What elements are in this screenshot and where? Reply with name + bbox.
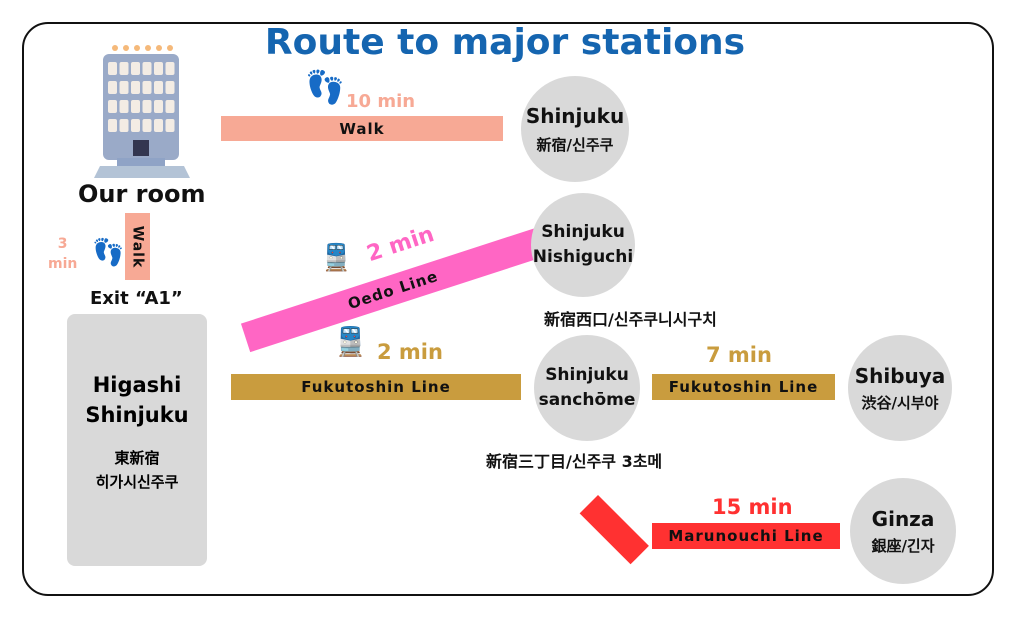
station-name-en: sanchōme (538, 390, 636, 410)
window (142, 119, 152, 132)
station-shibuya[interactable]: Shibuya 渋谷/시부야 (848, 335, 952, 441)
station-name-local: 渋谷/시부야 (861, 393, 939, 412)
page-title: Route to major stations (264, 22, 746, 63)
window (119, 81, 129, 94)
window (131, 119, 140, 132)
window (108, 100, 117, 113)
station-name-ko: 히가시신주쿠 (95, 473, 179, 491)
window (119, 119, 129, 132)
station-name-en: Nishiguchi (532, 247, 634, 267)
station-name-ja: 東新宿 (114, 449, 160, 467)
train-icon: 🚆 (333, 325, 368, 358)
window (154, 119, 163, 132)
station-name-en: Shinjuku (525, 103, 625, 128)
window (108, 81, 117, 94)
sanchome-local-name: 新宿三丁目/신주쿠 3초메 (486, 452, 663, 471)
window (165, 119, 175, 132)
fukutoshin-time-1: 2 min (377, 340, 443, 364)
footprint-icon: 👣 (92, 238, 125, 268)
station-name-local: 銀座/긴자 (871, 536, 935, 555)
window (165, 81, 175, 94)
window (131, 62, 140, 75)
exit-walk-time-number: 3 (57, 236, 68, 252)
walk-time: 10 min (346, 91, 416, 112)
station-name-en: Higashi (92, 373, 182, 397)
fukutoshin-line-bar-1: Fukutoshin Line (231, 374, 521, 400)
window (131, 100, 140, 113)
window (131, 81, 140, 94)
nishiguchi-local-name: 新宿西口/신주쿠니시구치 (544, 310, 717, 329)
diagram-frame (22, 22, 994, 596)
station-name-en: Ginza (871, 506, 935, 531)
station-shinjuku-sanchome[interactable]: Shinjuku sanchōme (534, 335, 640, 441)
station-name-en: Shinjuku (541, 222, 625, 242)
window (154, 62, 163, 75)
exit-label: Exit “A1” (90, 288, 183, 309)
footprint-icon: 👣 (305, 68, 345, 106)
window (108, 119, 117, 132)
station-name-en: Shinjuku (545, 365, 629, 385)
station-shinjuku[interactable]: Shinjuku 新宿/신주쿠 (521, 76, 629, 182)
window (165, 100, 175, 113)
fukutoshin-time-2: 7 min (706, 343, 772, 367)
exit-walk-time-unit: min (48, 256, 78, 272)
window (119, 62, 129, 75)
walk-route-bar: Walk (221, 116, 503, 141)
walk-to-exit-bar: Walk (125, 213, 150, 280)
window (108, 62, 117, 75)
window (165, 62, 175, 75)
window (142, 81, 152, 94)
station-name-en: Shibuya (854, 363, 946, 388)
marunouchi-time: 15 min (712, 495, 793, 519)
station-name-en: Shinjuku (85, 403, 189, 427)
hotel-building-icon (94, 45, 190, 178)
train-icon: 🚆 (320, 243, 353, 273)
marunouchi-line-bar: Marunouchi Line (652, 523, 840, 549)
window (154, 100, 163, 113)
station-ginza[interactable]: Ginza 銀座/긴자 (850, 478, 956, 584)
window (119, 100, 129, 113)
window (154, 81, 163, 94)
window (142, 100, 152, 113)
fukutoshin-line-bar-2: Fukutoshin Line (652, 374, 835, 400)
window (142, 62, 152, 75)
origin-label: Our room (78, 180, 206, 208)
station-name-local: 新宿/신주쿠 (536, 135, 614, 154)
